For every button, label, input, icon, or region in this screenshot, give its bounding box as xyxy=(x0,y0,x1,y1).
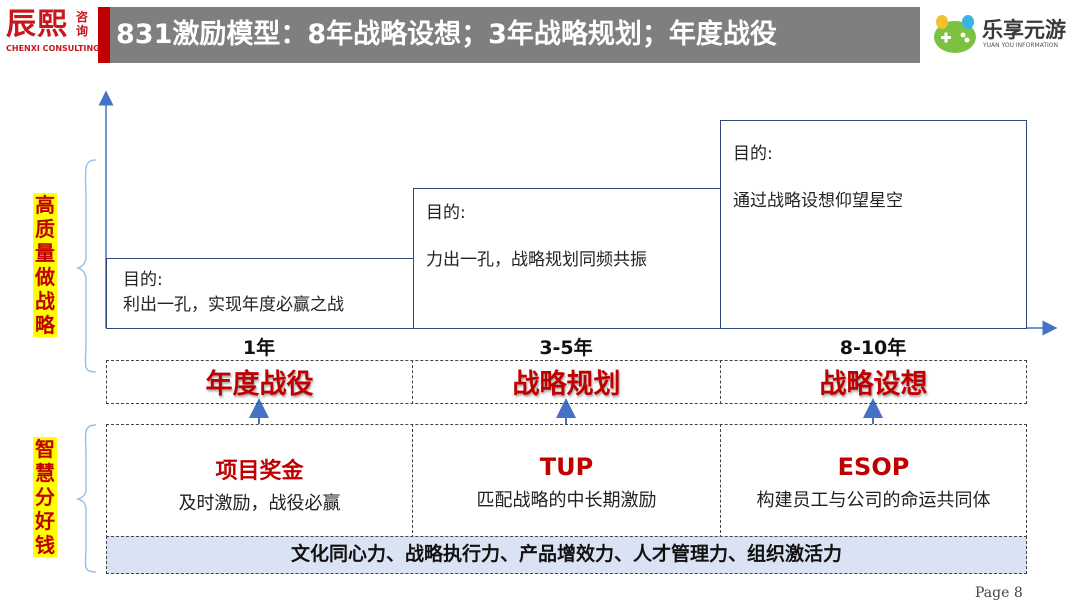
chenxi-logo-mark: 辰熙 xyxy=(6,7,68,42)
title-accent-bar xyxy=(98,7,110,63)
incentive-title: 项目奖金 xyxy=(215,459,304,484)
purpose-text: 利出一孔，实现年度必赢之战 xyxy=(123,295,344,315)
year-label: 1年 xyxy=(242,337,276,359)
purpose-label: 目的: xyxy=(733,144,773,164)
chenxi-logo-side-text: 咨询 xyxy=(76,10,89,38)
capabilities-bar: 文化同心力、战略执行力、产品增效力、人才管理力、组织激活力 xyxy=(106,536,1027,574)
category-divider xyxy=(412,360,721,404)
category-vision: 战略设想 xyxy=(819,369,928,400)
yuanyou-logo-name: 乐享元游 xyxy=(982,18,1066,42)
purpose-text: 通过战略设想仰望星空 xyxy=(733,191,903,211)
step-box-plan: 目的: 力出一孔，战略规划同频共振 xyxy=(413,188,721,329)
purpose-text: 力出一孔，战略规划同频共振 xyxy=(426,250,647,270)
page-number: Page 8 xyxy=(975,585,1023,601)
side-label-money: 智慧分好钱 xyxy=(33,437,57,557)
purpose-label: 目的: xyxy=(123,270,163,290)
category-annual: 年度战役 xyxy=(205,369,314,400)
incentive-title: ESOP xyxy=(837,453,910,481)
page-title: 831激励模型：8年战略设想；3年战略规划；年度战役 xyxy=(116,19,777,50)
incentive-desc: 匹配战略的中长期激励 xyxy=(476,490,657,511)
step-box-vision: 目的: 通过战略设想仰望星空 xyxy=(720,120,1027,329)
year-label: 8-10年 xyxy=(839,337,907,359)
yuanyou-logo-subtext: YUAN YOU INFORMATION xyxy=(983,42,1058,49)
incentive-desc: 及时激励，战役必赢 xyxy=(178,493,341,514)
incentive-title: TUP xyxy=(539,453,594,481)
category-row xyxy=(106,360,1027,404)
upper-brace xyxy=(75,159,97,373)
lower-brace xyxy=(75,424,97,573)
category-plan: 战略规划 xyxy=(512,369,621,400)
incentive-divider xyxy=(412,424,721,538)
chenxi-logo-subtext: CHENXI CONSULTING xyxy=(6,44,100,53)
incentive-desc: 构建员工与公司的命运共同体 xyxy=(756,490,991,511)
chenxi-logo: 辰熙 咨询 CHENXI CONSULTING xyxy=(6,7,100,58)
game-controller-logo-icon xyxy=(934,15,976,53)
step-box-annual: 目的: 利出一孔，实现年度必赢之战 xyxy=(106,258,415,329)
year-label: 3-5年 xyxy=(539,337,593,359)
side-label-strategy: 高质量做战略 xyxy=(33,193,57,337)
title-bar xyxy=(110,7,920,63)
purpose-label: 目的: xyxy=(426,203,466,223)
